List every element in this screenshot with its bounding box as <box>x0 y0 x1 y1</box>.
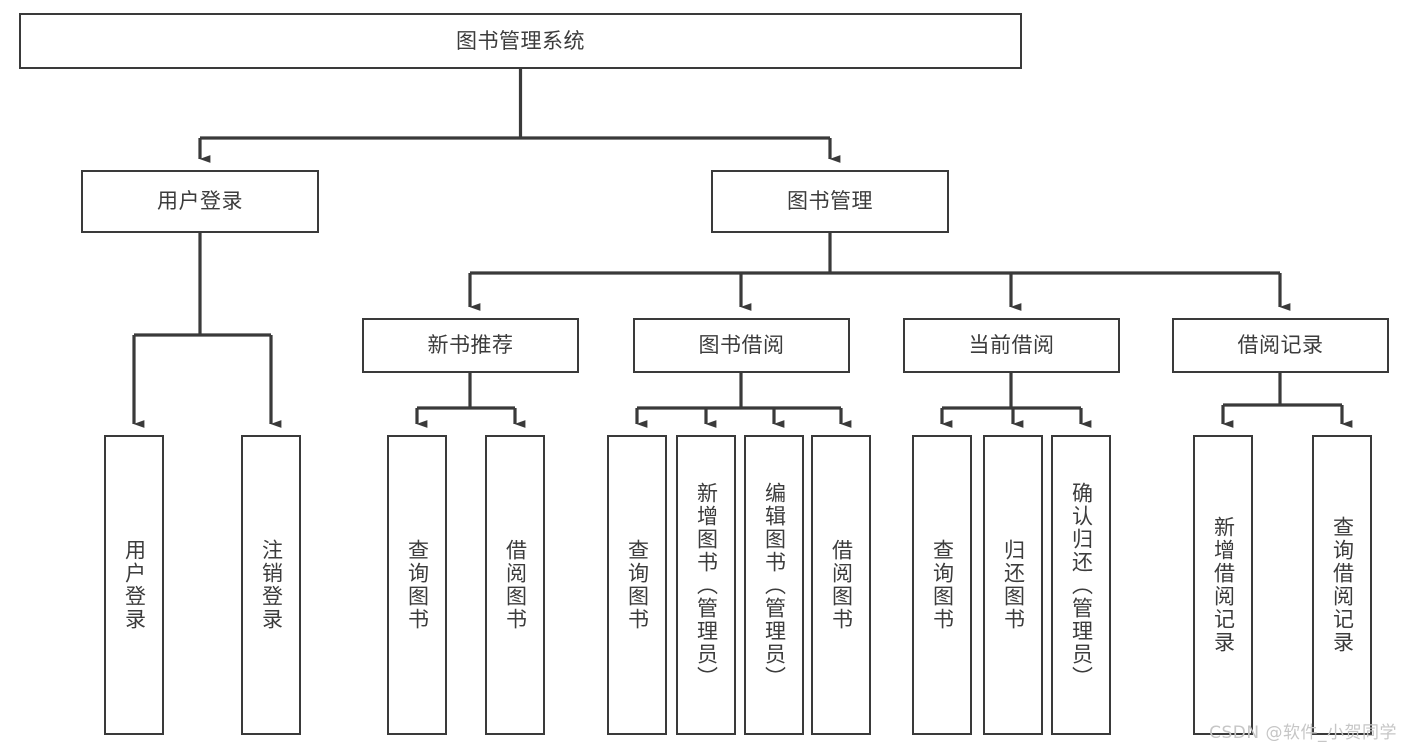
node-current-borrow[interactable]: 当前借阅 <box>903 318 1120 373</box>
node-leaf-borrow-book-2[interactable]: 借阅图书 <box>811 435 871 735</box>
node-leaf-edit-book[interactable]: 编辑图书（管理员） <box>744 435 804 735</box>
node-leaf-user-login[interactable]: 用户登录 <box>104 435 164 735</box>
node-leaf-query-record[interactable]: 查询借阅记录 <box>1312 435 1372 735</box>
node-label: 归还图书 <box>1001 539 1026 631</box>
node-label: 新增图书（管理员） <box>694 481 719 689</box>
node-label: 查询图书 <box>405 539 430 631</box>
node-leaf-query-book-3[interactable]: 查询图书 <box>912 435 972 735</box>
node-leaf-borrow-book-1[interactable]: 借阅图书 <box>485 435 545 735</box>
node-book-manage[interactable]: 图书管理 <box>711 170 949 233</box>
node-label: 当前借阅 <box>968 333 1055 358</box>
node-label: 借阅图书 <box>503 539 528 631</box>
node-user-login[interactable]: 用户登录 <box>81 170 319 233</box>
node-label: 新增借阅记录 <box>1211 516 1236 654</box>
node-label: 编辑图书（管理员） <box>762 481 787 689</box>
node-borrow-record[interactable]: 借阅记录 <box>1172 318 1389 373</box>
node-label: 借阅记录 <box>1237 333 1324 358</box>
node-label: 图书管理 <box>787 189 873 214</box>
node-book-borrow[interactable]: 图书借阅 <box>633 318 850 373</box>
node-label: 用户登录 <box>157 189 243 214</box>
node-label: 用户登录 <box>122 539 147 631</box>
node-new-book-recommend[interactable]: 新书推荐 <box>362 318 579 373</box>
node-leaf-add-record[interactable]: 新增借阅记录 <box>1193 435 1253 735</box>
node-label: 查询图书 <box>930 539 955 631</box>
node-label: 图书借阅 <box>698 333 785 358</box>
node-label: 查询借阅记录 <box>1330 516 1355 654</box>
node-leaf-add-book[interactable]: 新增图书（管理员） <box>676 435 736 735</box>
node-label: 确认归还（管理员） <box>1069 481 1094 689</box>
node-leaf-user-logout[interactable]: 注销登录 <box>241 435 301 735</box>
node-label: 借阅图书 <box>829 539 854 631</box>
node-label: 新书推荐 <box>427 333 514 358</box>
csdn-watermark: CSDN @软件_小贺同学 <box>1209 723 1397 743</box>
node-root-system[interactable]: 图书管理系统 <box>19 13 1022 69</box>
node-leaf-confirm-return[interactable]: 确认归还（管理员） <box>1051 435 1111 735</box>
node-leaf-return-book[interactable]: 归还图书 <box>983 435 1043 735</box>
node-leaf-query-book-1[interactable]: 查询图书 <box>387 435 447 735</box>
node-label: 查询图书 <box>625 539 650 631</box>
node-label: 注销登录 <box>259 539 284 631</box>
node-leaf-query-book-2[interactable]: 查询图书 <box>607 435 667 735</box>
node-label: 图书管理系统 <box>456 28 585 53</box>
